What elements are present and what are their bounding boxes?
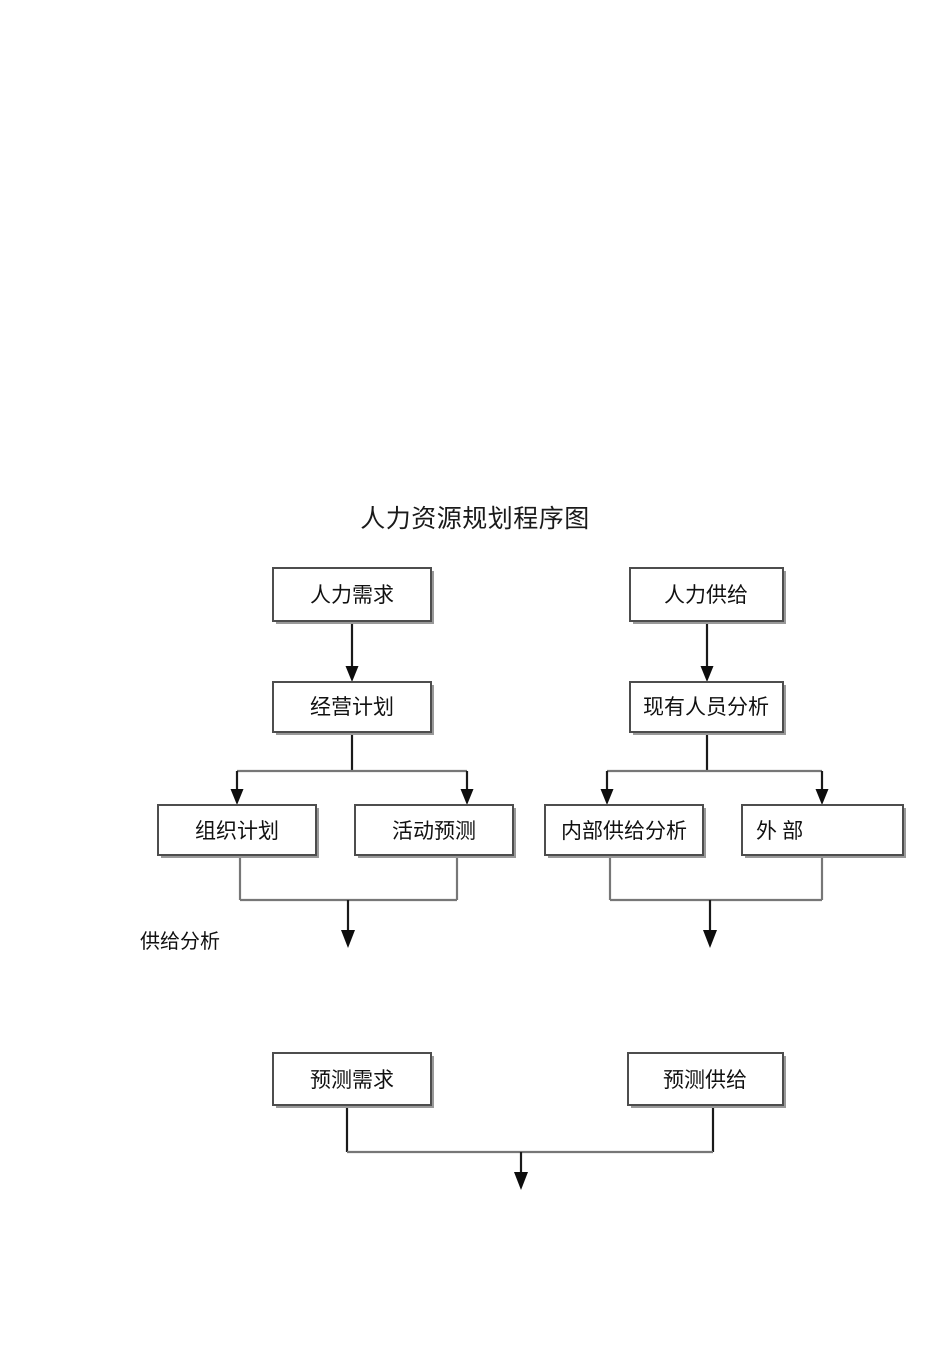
node-n4[interactable]: 现有人员分析 bbox=[629, 681, 786, 735]
edge-n1-n3 bbox=[345, 621, 359, 682]
node-n6[interactable]: 活动预测 bbox=[354, 804, 516, 858]
node-n10[interactable]: 预测供给 bbox=[627, 1052, 786, 1108]
page-title: 人力资源规划程序图 bbox=[360, 505, 590, 533]
edge-left-merge bbox=[238, 855, 459, 948]
edge-right-merge bbox=[608, 855, 824, 948]
edge-n4-split bbox=[600, 732, 829, 805]
node-label-n5: 组织计划 bbox=[195, 819, 279, 843]
supply-analysis-label: 供给分析 bbox=[140, 930, 220, 953]
node-label-n9: 预测需求 bbox=[310, 1068, 394, 1092]
node-label-n2: 人力供给 bbox=[664, 583, 748, 607]
node-label-n7: 内部供给分析 bbox=[561, 819, 687, 843]
node-n8[interactable]: 外 部 bbox=[741, 804, 906, 858]
node-n2[interactable]: 人力供给 bbox=[629, 567, 786, 624]
node-n7[interactable]: 内部供给分析 bbox=[544, 804, 706, 858]
node-label-n1: 人力需求 bbox=[310, 583, 394, 607]
edge-n2-n4 bbox=[700, 621, 714, 682]
node-n9[interactable]: 预测需求 bbox=[272, 1052, 434, 1108]
edge-bottom-merge bbox=[345, 1105, 715, 1190]
node-label-n4: 现有人员分析 bbox=[643, 695, 769, 719]
node-label-n10: 预测供给 bbox=[663, 1068, 747, 1092]
edge-n3-split bbox=[230, 732, 474, 805]
node-label-n6: 活动预测 bbox=[392, 819, 476, 843]
node-label-n3: 经营计划 bbox=[310, 695, 394, 719]
node-label-n8: 外 部 bbox=[756, 819, 803, 843]
node-n3[interactable]: 经营计划 bbox=[272, 681, 434, 735]
node-n5[interactable]: 组织计划 bbox=[157, 804, 319, 858]
node-n1[interactable]: 人力需求 bbox=[272, 567, 434, 624]
